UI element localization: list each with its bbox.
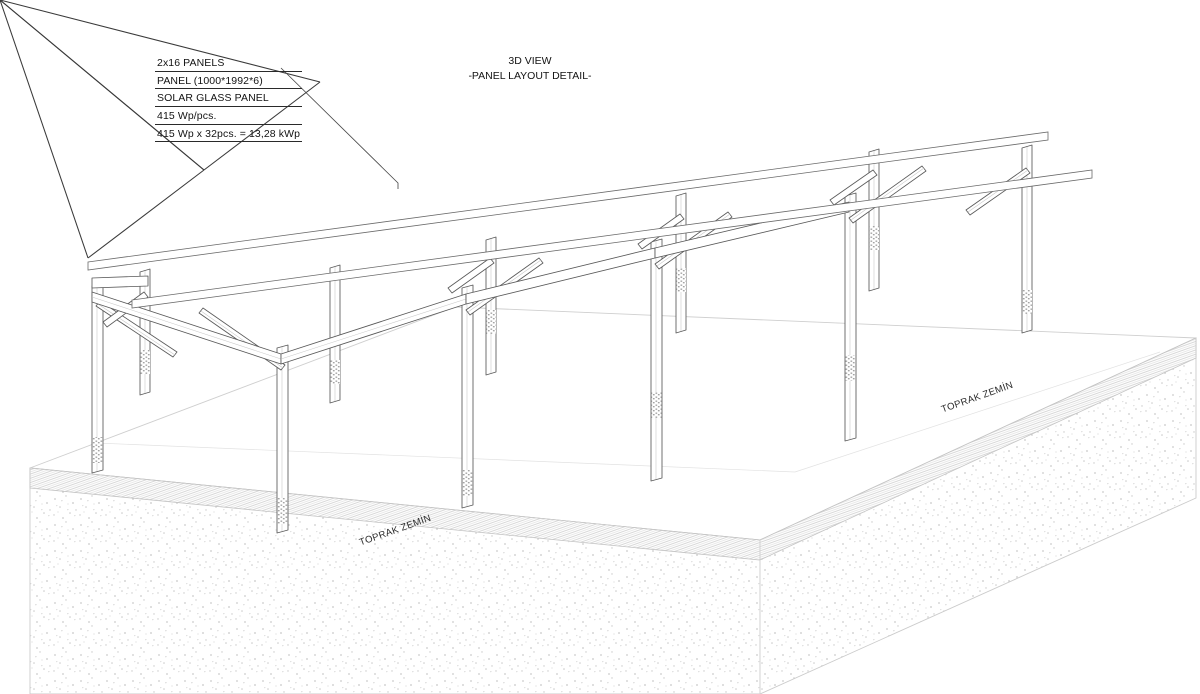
column xyxy=(461,284,474,509)
title-primary: 3D VIEW xyxy=(508,55,552,67)
column xyxy=(329,264,341,404)
column xyxy=(675,192,687,334)
annotation-line-total-power: 415 Wp x 32pcs. = 13,28 kWp xyxy=(155,129,303,143)
purlin-rails xyxy=(87,131,1093,309)
annotation-line-panel-dimensions: PANEL (1000*1992*6) xyxy=(155,76,303,90)
column xyxy=(276,344,289,534)
column xyxy=(650,238,663,482)
column xyxy=(844,192,857,442)
annotation-line-panels: 2x16 PANELS xyxy=(155,58,303,72)
horizontal-beam xyxy=(91,275,149,289)
panel-row-eave-edge xyxy=(0,0,89,259)
diagonal-brace xyxy=(447,257,495,294)
title-secondary: -PANEL LAYOUT DETAIL- xyxy=(468,70,592,83)
diagonal-brace xyxy=(848,165,927,224)
column xyxy=(1021,144,1033,334)
annotation-leader-line xyxy=(280,67,399,189)
horizontal-beam xyxy=(91,291,282,365)
column xyxy=(868,148,880,292)
panel-row-start-edge xyxy=(87,169,205,259)
panel-row-ridge-edge xyxy=(0,0,321,83)
panel-annotation-block: 2x16 PANELS PANEL (1000*1992*6) SOLAR GL… xyxy=(155,58,303,146)
ground-slab xyxy=(29,306,1197,694)
column xyxy=(91,282,104,474)
drawing-title-block: 3D VIEW -PANEL LAYOUT DETAIL- xyxy=(430,54,630,84)
annotation-line-panel-type: SOLAR GLASS PANEL xyxy=(155,93,303,107)
panel-row-start-edge xyxy=(203,81,321,171)
annotation-line-watt-per-piece: 415 Wp/pcs. xyxy=(155,111,303,125)
support-structure xyxy=(91,144,1033,534)
